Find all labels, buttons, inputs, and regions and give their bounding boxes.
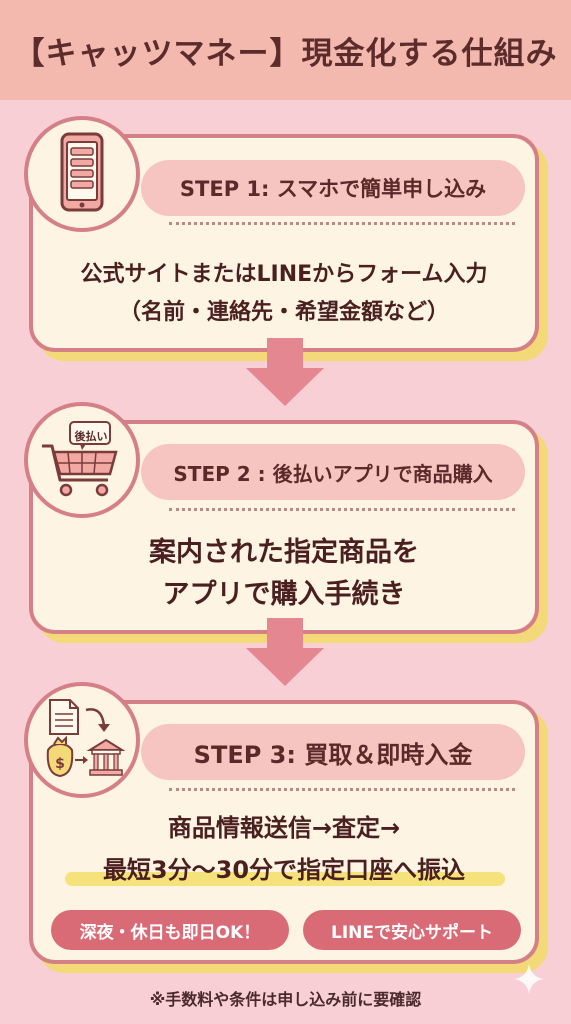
step-2-line-2: アプリで購入手続き xyxy=(162,579,406,610)
step-3-icon-circle: $ xyxy=(24,682,140,798)
header-banner: 【キャッツマネー】現金化する仕組み xyxy=(0,0,571,100)
tag-same-day-ok: 深夜・休日も即日OK！ xyxy=(51,910,289,950)
step-2-divider xyxy=(169,508,515,511)
step-2-title: STEP 2 : 後払いアプリで商品購入 xyxy=(141,444,525,500)
document-bank-icon: $ xyxy=(46,699,126,778)
step-1-line-1: 公式サイトまたはLINEからフォーム入力 xyxy=(80,262,488,287)
step-1-icon-circle xyxy=(24,116,140,232)
svg-text:$: $ xyxy=(55,756,65,772)
step-3-title: STEP 3: 買取＆即時入金 xyxy=(141,724,525,780)
step-3-line-1: 商品情報送信→査定→ xyxy=(167,814,401,842)
step-3-line-2: 最短3分〜30分で指定口座へ振込 xyxy=(102,856,466,884)
step-3-divider xyxy=(169,788,515,791)
deferred-payment-label: 後払い xyxy=(74,430,108,443)
page-title: 【キャッツマネー】現金化する仕組み xyxy=(13,35,558,72)
step-1-card: STEP 1: スマホで簡単申し込み 公式サイトまたはLINEからフォーム入力 … xyxy=(29,134,539,352)
shopping-cart-icon xyxy=(42,421,118,497)
smartphone-form-icon xyxy=(60,132,104,212)
sparkle-icon xyxy=(514,964,544,994)
footnote: ※手数料や条件は申し込み前に要確認 xyxy=(149,990,422,1009)
arrow-down-icon xyxy=(246,338,324,406)
step-1-divider xyxy=(169,222,515,225)
tag-line-support: LINEで安心サポート xyxy=(303,910,521,950)
step-2-icon-circle: 後払い xyxy=(24,402,140,518)
step-3-highlight xyxy=(65,872,505,886)
arrow-down-icon xyxy=(246,618,324,686)
step-2-line-1: 案内された指定商品を xyxy=(149,537,419,568)
step-1-title: STEP 1: スマホで簡単申し込み xyxy=(141,160,525,216)
step-1-line-2: （名前・連絡先・希望金額など） xyxy=(118,300,449,325)
